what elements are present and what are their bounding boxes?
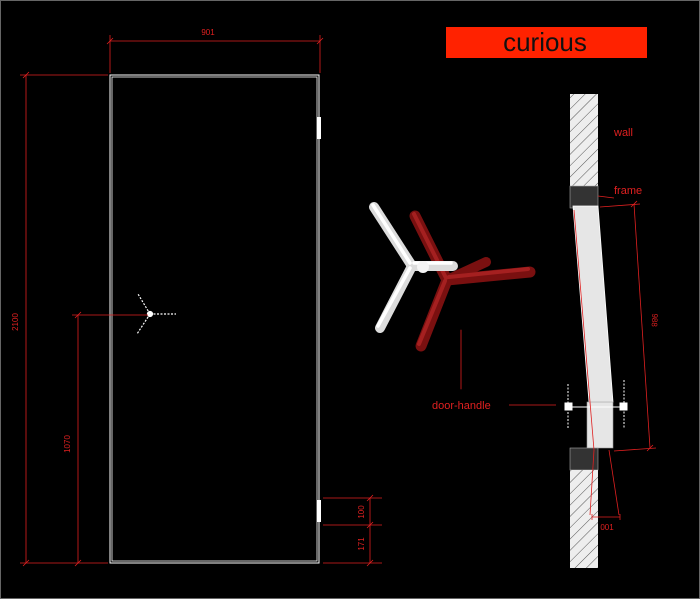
leaf-dimension [599, 200, 657, 452]
title: curious [503, 27, 587, 57]
door-leaf-section [572, 205, 614, 403]
frame-section-top [569, 185, 599, 209]
wall-section-bottom [570, 470, 598, 568]
handle-3d-render [369, 202, 536, 390]
handle-height-label: 1070 [63, 435, 72, 453]
width-dimension-label: 901 [201, 28, 215, 37]
handle-dark-red [409, 210, 536, 352]
height-dimension-label: 2100 [11, 313, 20, 331]
hinge-bottom [317, 500, 321, 522]
hinge-top [317, 117, 321, 139]
width-dimension [106, 35, 324, 73]
door-leaf-inner-outline [111, 76, 318, 562]
wall-section-top [570, 94, 598, 186]
bottom-dimension [591, 514, 621, 520]
door-handle-label: door-handle [432, 400, 491, 412]
section-drawing: 988 001 wall frame door-handle [432, 94, 659, 568]
handle-elevation-icon [136, 293, 176, 335]
handle-height-dimension [72, 311, 148, 567]
handle-section-icon [564, 380, 628, 428]
wall-label: wall [613, 127, 633, 139]
frame-leader-line [597, 195, 615, 199]
hinge-top-dimension-label: 100 [357, 505, 366, 519]
title-box: curious [446, 27, 647, 58]
bottom-dimension-label: 001 [600, 523, 614, 532]
door-elevation: 901 2100 1070 100 171 [11, 28, 382, 567]
leaf-dimension-label: 988 [650, 313, 660, 327]
hinge-dimensions [323, 494, 382, 567]
door-leaf-outline [109, 74, 320, 564]
hinge-bottom-dimension-label: 171 [357, 537, 366, 551]
door-lower-section [586, 401, 614, 449]
section-detail-lines [573, 209, 620, 516]
frame-label: frame [614, 185, 642, 197]
height-dimension [20, 71, 108, 567]
